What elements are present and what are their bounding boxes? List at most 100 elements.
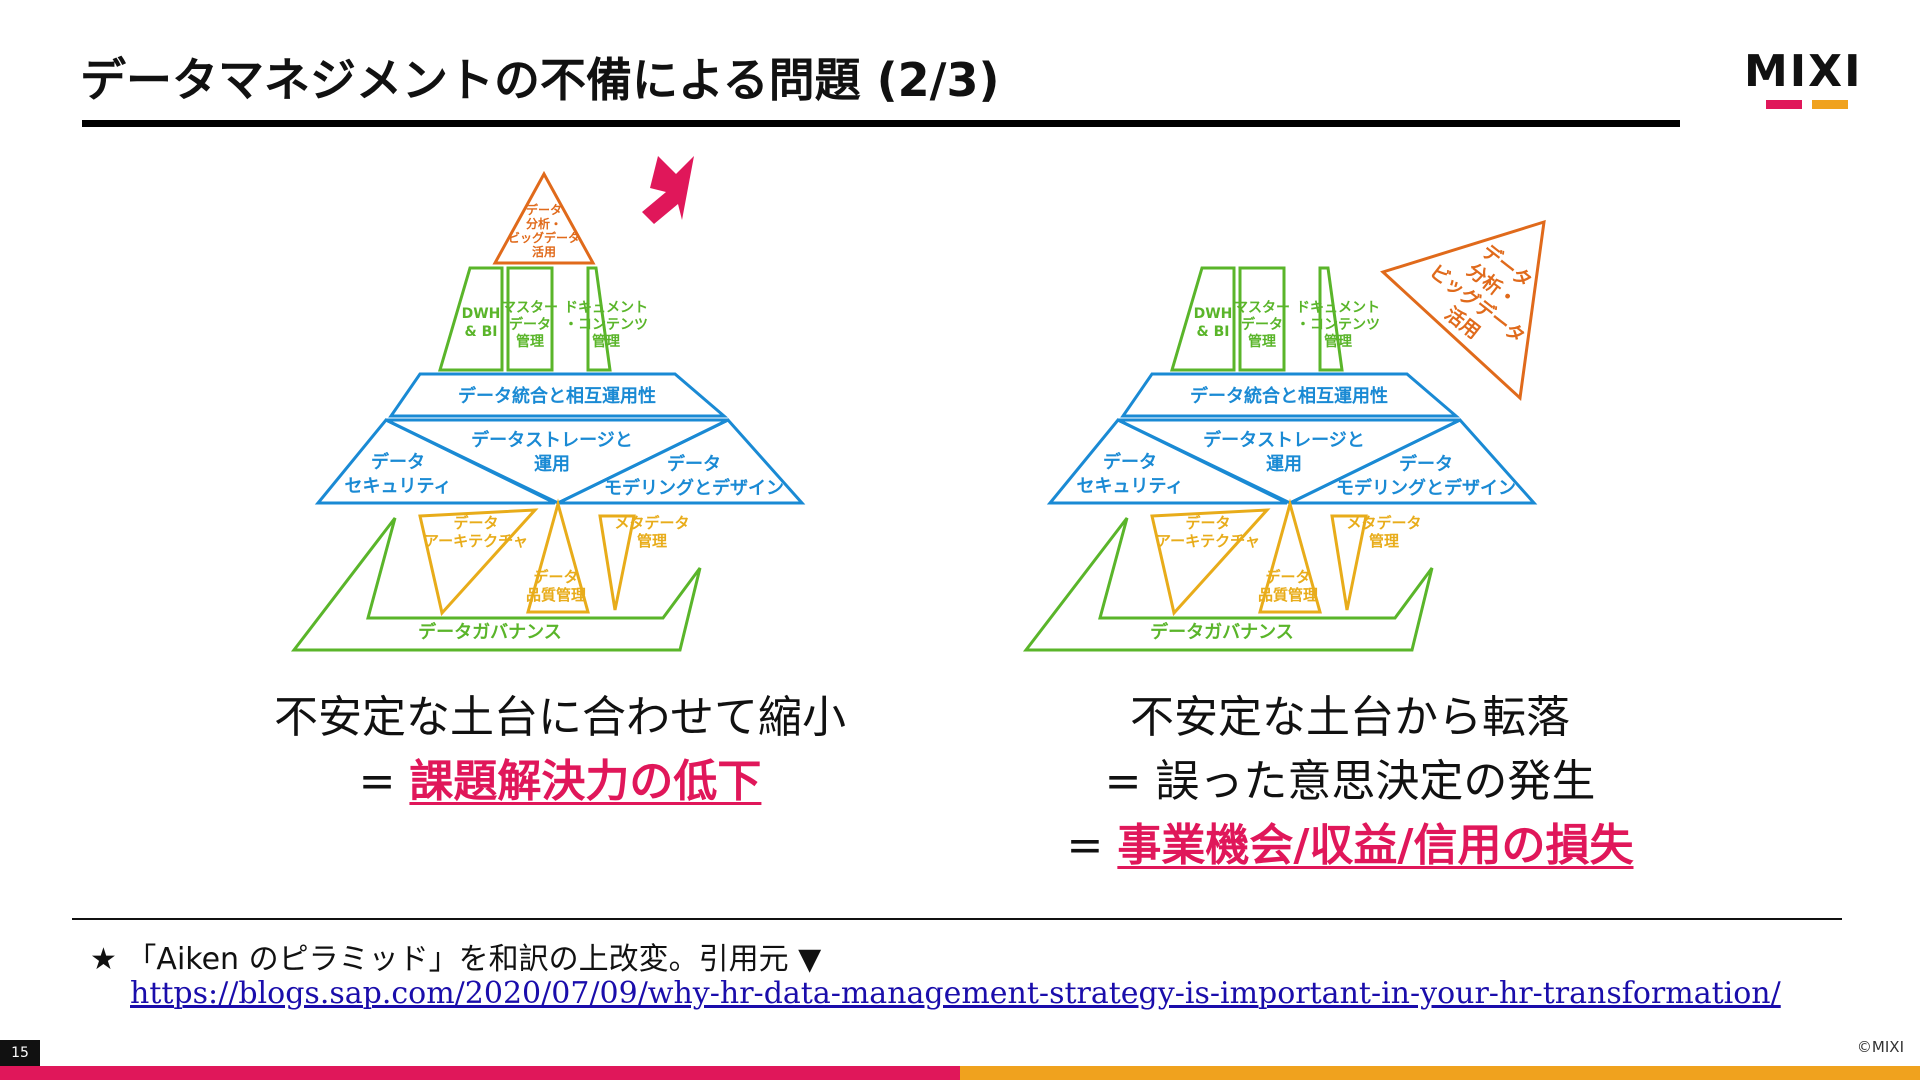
page-number: 15: [0, 1040, 40, 1066]
caption-left-highlight: 課題解決力の低下: [409, 756, 762, 807]
caption-right-highlight: 事業機会/収益/信用の損失: [1117, 820, 1634, 871]
title-divider: [82, 120, 1680, 127]
pyr-modeling: [557, 418, 806, 505]
pyr-security: [1046, 418, 1288, 505]
mixi-logo: MIXI: [1744, 50, 1862, 109]
pyr-master-label: マスター: [502, 300, 558, 316]
caption-left: 不安定な土台に合わせて縮小 = 課題解決力の低下: [200, 686, 920, 814]
pyr-integration: [388, 372, 729, 418]
svg-text:& BI: & BI: [465, 324, 498, 340]
svg-text:モデリングとデザイン: モデリングとデザイン: [604, 477, 784, 499]
svg-text:管理: 管理: [1369, 532, 1399, 550]
pyr-security-label: データ: [371, 451, 425, 473]
pyr-architecture-label: データ: [453, 514, 498, 532]
svg-text:セキュリティ: セキュリティ: [1077, 476, 1184, 497]
pyr-quality-label: データ: [533, 568, 578, 586]
svg-text:品質管理: 品質管理: [526, 586, 586, 604]
pyr-metadata-label: メタデータ: [1346, 514, 1421, 532]
svg-text:データ: データ: [509, 316, 551, 333]
svg-text:運用: 運用: [534, 454, 570, 475]
svg-text:管理: 管理: [1248, 333, 1276, 350]
pyr-dwh-label: DWH: [1194, 306, 1233, 322]
pyr-dwh: [437, 266, 504, 372]
pyr-top: [492, 170, 596, 265]
logo-text: MIXI: [1744, 46, 1863, 97]
pyr-integration-label: データ統合と相互運用性: [458, 385, 656, 407]
svg-text:& BI: & BI: [1197, 324, 1230, 340]
svg-text:管理: 管理: [637, 532, 667, 550]
pointer-arrow-icon: [642, 156, 694, 224]
caption-right-prefix: =: [1066, 820, 1118, 871]
caption-left-line2: = 課題解決力の低下: [200, 750, 920, 814]
footer-bar-orange: [960, 1066, 1920, 1080]
caption-right-line1: 不安定な土台から転落: [1130, 692, 1570, 743]
pyramid-diagram-right: データ分析・ビッグデータ活用 DWH& BI マスターデータ管理 ドキュメント・…: [1022, 148, 1562, 662]
pyr-integration-label: データ統合と相互運用性: [1190, 385, 1388, 407]
svg-text:品質管理: 品質管理: [1258, 586, 1318, 604]
pyr-modeling-label: データ: [1399, 453, 1453, 475]
footnote-text: ★ 「Aiken のピラミッド」を和訳の上改変。引用元 ▼: [90, 942, 822, 977]
svg-text:データ: データ: [526, 202, 562, 217]
svg-text:運用: 運用: [1266, 454, 1302, 475]
pyr-storage-label: データストレージと: [1203, 429, 1365, 451]
footer-bar-pink: [0, 1066, 960, 1080]
svg-text:セキュリティ: セキュリティ: [345, 476, 452, 497]
pyr-security: [314, 418, 556, 505]
pyr-architecture: [1150, 508, 1271, 617]
pyr-metadata: [1330, 514, 1368, 611]
svg-text:データ: データ: [1241, 316, 1283, 333]
svg-text:アーキテクチャ: アーキテクチャ: [1156, 532, 1260, 550]
pyr-governance-label: データガバナンス: [1150, 621, 1294, 643]
caption-right: 不安定な土台から転落 = 誤った意思決定の発生 = 事業機会/収益/信用の損失: [970, 686, 1730, 878]
caption-right-line3: = 事業機会/収益/信用の損失: [970, 814, 1730, 878]
svg-text:管理: 管理: [516, 333, 544, 350]
pyr-architecture: [418, 508, 539, 617]
pyr-metadata-label: メタデータ: [614, 514, 689, 532]
pyr-quality-label: データ: [1265, 568, 1310, 586]
slide-title: データマネジメントの不備による問題 (2/3): [80, 53, 1000, 107]
pyr-document-label: ドキュメント: [564, 300, 648, 316]
footnote-divider: [72, 918, 1842, 920]
pyr-modeling-label: データ: [667, 453, 721, 475]
pyr-quality: [526, 498, 590, 614]
logo-bar-orange: [1812, 100, 1848, 109]
svg-text:モデリングとデザイン: モデリングとデザイン: [1336, 477, 1516, 499]
pyr-master-label: マスター: [1234, 300, 1290, 316]
svg-text:アーキテクチャ: アーキテクチャ: [424, 532, 528, 550]
caption-left-line1: 不安定な土台に合わせて縮小: [274, 692, 846, 743]
svg-text:ビッグデータ: ビッグデータ: [508, 230, 580, 245]
pyramid-diagram-left: データ分析・ビッグデータ活用 DWH& BI マスターデータ管理 ドキュメント・…: [290, 148, 810, 662]
pyr-document-label: ドキュメント: [1296, 300, 1380, 316]
pyr-quality: [1258, 498, 1322, 614]
pyr-architecture-label: データ: [1185, 514, 1230, 532]
pyr-top-fallen: [1380, 219, 1546, 402]
pyr-document: [586, 266, 612, 372]
pyr-metadata: [598, 514, 636, 611]
svg-text:・コンテンツ: ・コンテンツ: [564, 317, 648, 333]
caption-left-prefix: =: [358, 756, 410, 807]
pyr-governance: [1022, 517, 1434, 652]
logo-bars: [1766, 100, 1862, 109]
svg-text:・コンテンツ: ・コンテンツ: [1296, 317, 1380, 333]
caption-right-line2: = 誤った意思決定の発生: [1104, 756, 1596, 807]
logo-bar-pink: [1766, 100, 1802, 109]
svg-text:管理: 管理: [1324, 333, 1352, 350]
pyr-document: [1318, 266, 1344, 372]
svg-text:分析・: 分析・: [526, 216, 562, 231]
pyr-dwh: [1169, 266, 1236, 372]
pyr-master: [506, 266, 554, 372]
pyr-storage-label: データストレージと: [471, 429, 633, 451]
pyr-modeling: [1289, 418, 1538, 505]
svg-text:活用: 活用: [532, 244, 556, 259]
pyr-security-label: データ: [1103, 451, 1157, 473]
pyr-governance: [290, 517, 702, 652]
pyr-dwh-label: DWH: [462, 306, 501, 322]
source-link[interactable]: https://blogs.sap.com/2020/07/09/why-hr-…: [130, 976, 1781, 1011]
pyr-master: [1238, 266, 1286, 372]
copyright: ©MIXI: [1856, 1038, 1904, 1056]
svg-text:管理: 管理: [592, 333, 620, 350]
